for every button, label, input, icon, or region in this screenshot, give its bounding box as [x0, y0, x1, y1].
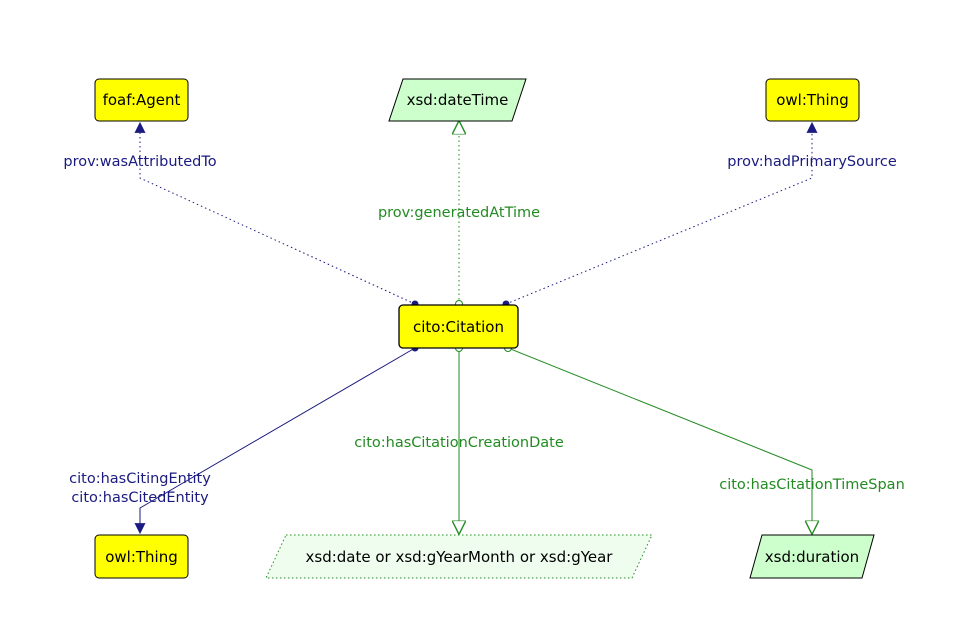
node-cito-citation-label: cito:Citation	[413, 318, 504, 336]
node-xsd-datetime[interactable]: xsd:dateTime	[388, 78, 527, 122]
node-owl-thing-top[interactable]: owl:Thing	[765, 78, 860, 122]
label-had-primary-source: prov:hadPrimarySource	[727, 154, 897, 170]
edge-has-citation-time-span	[507, 347, 812, 533]
node-cito-citation[interactable]: cito:Citation	[398, 304, 519, 349]
node-xsd-duration[interactable]: xsd:duration	[749, 534, 875, 579]
node-foaf-agent[interactable]: foaf:Agent	[94, 78, 189, 122]
node-owl-thing-bottom-label: owl:Thing	[105, 548, 178, 566]
node-owl-thing-top-label: owl:Thing	[776, 91, 849, 109]
node-date-union-label: xsd:date or xsd:gYearMonth or xsd:gYear	[306, 548, 614, 566]
label-has-citation-time-span: cito:hasCitationTimeSpan	[719, 477, 905, 493]
label-was-attributed-to: prov:wasAttributedTo	[63, 154, 216, 170]
node-owl-thing-bottom[interactable]: owl:Thing	[94, 534, 189, 579]
node-xsd-duration-label: xsd:duration	[765, 548, 859, 566]
label-has-citing-entity: cito:hasCitingEntity	[69, 471, 211, 487]
edge-had-primary-source	[505, 121, 818, 305]
label-generated-at-time: prov:generatedAtTime	[378, 205, 540, 221]
node-foaf-agent-label: foaf:Agent	[103, 91, 181, 109]
node-date-union[interactable]: xsd:date or xsd:gYearMonth or xsd:gYear	[265, 534, 653, 579]
edge-was-attributed-to	[134, 121, 416, 305]
edge-has-citing-cited-entity	[134, 347, 416, 535]
node-xsd-datetime-label: xsd:dateTime	[407, 91, 509, 109]
label-has-citation-creation-date: cito:hasCitationCreationDate	[354, 435, 564, 451]
label-has-cited-entity: cito:hasCitedEntity	[71, 490, 209, 506]
